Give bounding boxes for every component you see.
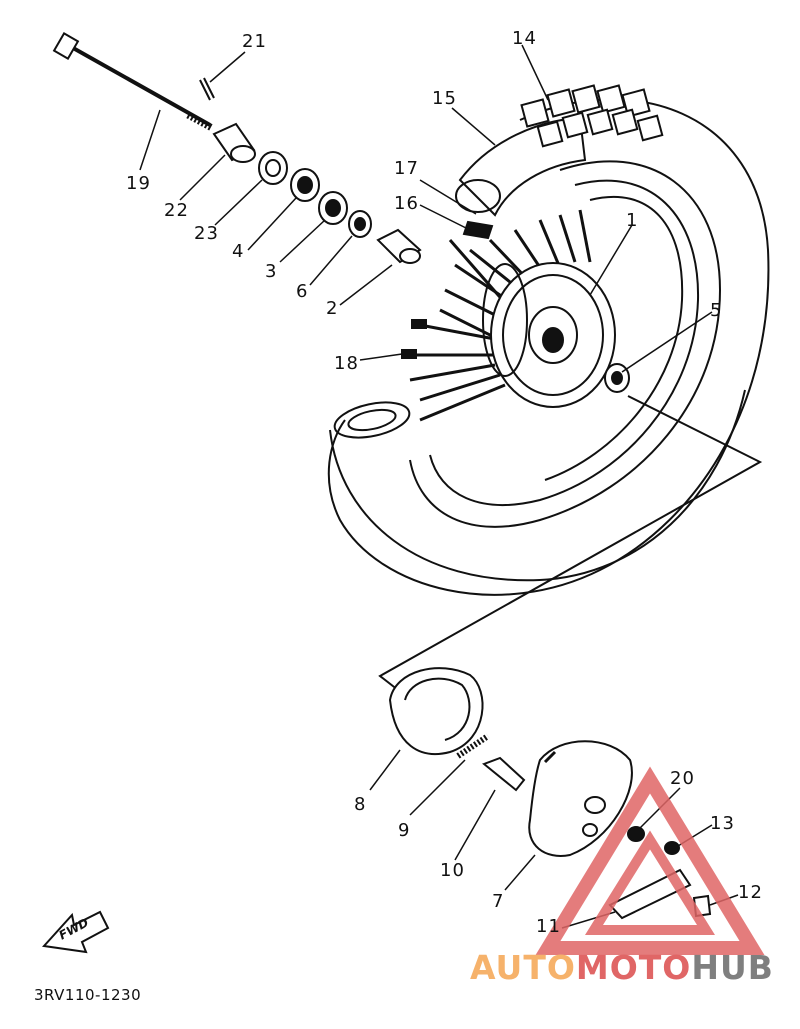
brake-plate <box>528 740 633 857</box>
seal-6-bore <box>354 217 366 231</box>
watermark-part1: AUTO <box>470 948 576 987</box>
hub-left-flange <box>482 263 528 377</box>
callout-19: 19 <box>126 173 151 194</box>
callout-9: 9 <box>398 820 411 841</box>
cotter-pin <box>199 77 215 101</box>
oil-seal-5-bore <box>611 371 623 385</box>
hub-center <box>528 306 578 364</box>
nut-20 <box>627 826 645 842</box>
oil-seal-23-bore <box>265 159 281 177</box>
callout-23: 23 <box>194 223 219 244</box>
callout-21: 21 <box>242 31 267 52</box>
callout-1: 1 <box>626 210 639 231</box>
axle-shaft <box>65 42 211 127</box>
tube-cut-end <box>455 179 501 213</box>
callout-4: 4 <box>232 241 245 262</box>
callout-leaders <box>139 44 739 929</box>
callout-20: 20 <box>670 768 695 789</box>
rim-band <box>462 220 494 240</box>
drawing-code: 3RV110-1230 <box>34 986 142 1004</box>
brake-plate-boss <box>584 796 606 814</box>
callout-11: 11 <box>536 916 561 937</box>
axle-head <box>52 31 80 61</box>
tire-tread <box>520 84 664 148</box>
watermark-logo <box>535 766 765 955</box>
brake-plate-stud <box>543 750 557 764</box>
callout-22: 22 <box>164 200 189 221</box>
fwd-arrow <box>41 910 110 954</box>
tire-outer <box>327 98 770 596</box>
brake-plate-hole <box>582 823 598 837</box>
spacer-2-end <box>399 248 421 264</box>
oil-seal-23 <box>258 151 288 185</box>
rim-outer <box>409 160 722 528</box>
callout-2: 2 <box>326 298 339 319</box>
bearing-3-bore <box>325 199 341 217</box>
rim-inner <box>429 179 700 506</box>
watermark-part2: MOTO <box>575 948 692 987</box>
callout-12: 12 <box>738 882 763 903</box>
hub-bore <box>542 327 564 353</box>
watermark-brand: AUTOMOTOHUB <box>470 948 774 987</box>
tire-cut-inner <box>347 408 397 432</box>
tire-inner-edge <box>329 389 746 582</box>
watermark-part3: HUB <box>691 948 774 987</box>
brake-camshaft <box>482 756 526 792</box>
rim-lip <box>544 195 684 481</box>
callout-16: 16 <box>394 193 419 214</box>
callout-7: 7 <box>492 891 505 912</box>
callout-13: 13 <box>710 813 735 834</box>
axle-collar-end <box>230 145 256 163</box>
spoke-nipple <box>401 349 417 359</box>
callout-6: 6 <box>296 281 309 302</box>
hub-drum <box>502 274 604 396</box>
callout-14: 14 <box>512 28 537 49</box>
bearing-4-bore <box>297 176 313 194</box>
brake-shoe-lining <box>404 677 471 741</box>
callout-18: 18 <box>334 353 359 374</box>
callout-15: 15 <box>432 88 457 109</box>
spoke-nipple <box>411 319 427 329</box>
callout-3: 3 <box>265 261 278 282</box>
callout-8: 8 <box>354 794 367 815</box>
axle-thread <box>186 111 214 132</box>
callout-5: 5 <box>710 300 723 321</box>
callout-10: 10 <box>440 860 465 881</box>
nut-13 <box>664 841 680 855</box>
callout-17: 17 <box>394 158 419 179</box>
inner-tube <box>458 116 587 217</box>
cam-lever <box>608 868 692 920</box>
tire-cut-end <box>333 401 411 439</box>
assembly-leader-line <box>378 395 763 691</box>
